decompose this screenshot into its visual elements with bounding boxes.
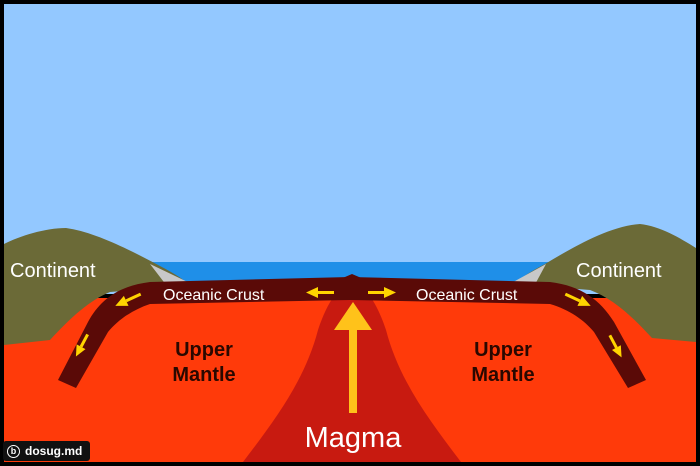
- label-continent-left: Continent: [10, 260, 96, 282]
- watermark-logo-icon: b: [7, 444, 20, 458]
- arrow-right-2: [564, 292, 591, 306]
- label-magma: Magma: [305, 422, 403, 454]
- label-oceanic-crust-right: Oceanic Crust: [416, 287, 518, 304]
- watermark-badge: b dosug.md: [3, 441, 91, 461]
- continent-left: [4, 228, 190, 345]
- arrow-left-1: [306, 287, 334, 298]
- arrow-right-3: [608, 334, 622, 358]
- label-upper-mantle-right-1: Upper: [474, 339, 532, 361]
- label-upper-mantle-left-2: Mantle: [172, 364, 235, 386]
- label-continent-right: Continent: [576, 260, 662, 282]
- oceanic-crust-left: [58, 277, 350, 388]
- watermark-text: dosug.md: [25, 444, 83, 458]
- continent-right: [515, 224, 696, 342]
- arrow-right-1: [368, 287, 396, 298]
- ridge-crest: [338, 274, 366, 290]
- oceanic-crust-right: [350, 277, 646, 388]
- magma-up-arrow: [334, 302, 372, 413]
- label-oceanic-crust-left: Oceanic Crust: [163, 287, 265, 304]
- label-upper-mantle-right-2: Mantle: [471, 364, 534, 386]
- label-upper-mantle-left-1: Upper: [175, 339, 233, 361]
- arrow-left-2: [115, 292, 142, 306]
- arrow-left-3: [75, 333, 89, 357]
